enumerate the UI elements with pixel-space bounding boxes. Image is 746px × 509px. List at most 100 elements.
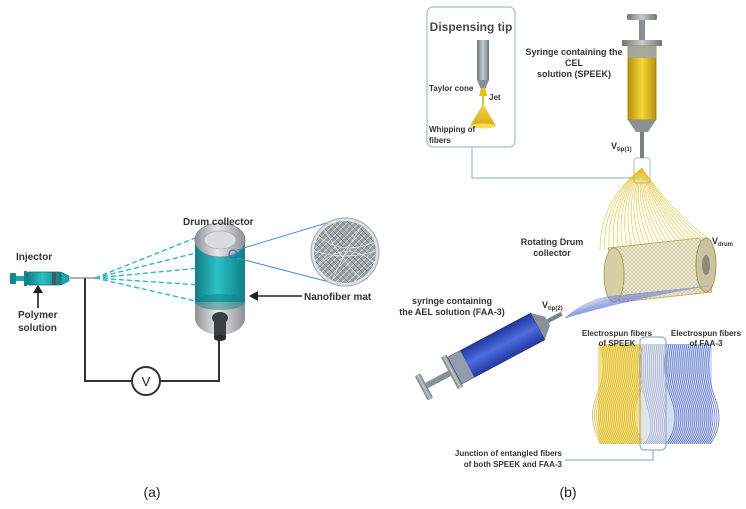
speek-fiber-strand bbox=[641, 167, 702, 242]
vtip2-sub: tip(2) bbox=[548, 306, 563, 312]
speek-mat-strand bbox=[594, 343, 606, 445]
junction-mat-strand bbox=[642, 343, 653, 445]
vtip2-main: V bbox=[542, 300, 548, 310]
whipping-label-1: Whipping of bbox=[429, 125, 476, 134]
speek-fiber-strand bbox=[599, 167, 643, 251]
dispensing-tip-inset bbox=[426, 6, 516, 148]
polymer-solution-label-2: solution bbox=[18, 323, 57, 334]
speek-fiber-strand bbox=[636, 167, 647, 246]
faa-mat-strand bbox=[706, 343, 718, 445]
electrospun-faa-label-1: Electrospun fibers bbox=[671, 329, 742, 338]
speek-mat-strand bbox=[620, 343, 632, 445]
speek-mat-strand bbox=[618, 343, 630, 445]
injector-syringe bbox=[10, 271, 70, 286]
taylor-cone-illustration bbox=[470, 40, 496, 129]
speek-fiber-strand bbox=[616, 167, 643, 249]
speek-fiber-jet bbox=[599, 167, 711, 251]
junction-mat-strand bbox=[656, 343, 667, 445]
speek-mat-strand bbox=[626, 343, 638, 445]
junction-mat-strand bbox=[654, 343, 665, 445]
speek-mat-strand bbox=[604, 343, 616, 445]
speek-mat-strand bbox=[600, 343, 612, 445]
speek-mat-strand bbox=[610, 343, 622, 445]
junction-label-2: of both SPEEK and FAA-3 bbox=[464, 460, 563, 469]
rotating-drum bbox=[603, 237, 717, 303]
syringe-cel-label-1: Syringe containing the bbox=[525, 47, 622, 57]
voltage-label: V bbox=[142, 374, 151, 389]
syringe-ael-label-1: syringe containing bbox=[412, 296, 492, 306]
speek-fiber-strand bbox=[630, 167, 643, 247]
faa-mat-strand bbox=[704, 343, 716, 445]
faa-mat-strand bbox=[666, 343, 678, 445]
whipping-label-2: fibers bbox=[429, 136, 451, 145]
syringe-cel-label-2: CEL bbox=[565, 58, 584, 68]
nanofiber-arrow-head bbox=[249, 291, 258, 301]
speek-fiber-strand bbox=[641, 167, 669, 244]
vtip1-sub: tip(1) bbox=[617, 147, 632, 153]
speek-mat-strand bbox=[630, 343, 642, 445]
faa-mat-strand bbox=[692, 343, 704, 445]
faa-mat-strand bbox=[672, 343, 684, 445]
speek-mat-strand bbox=[608, 343, 620, 445]
polymer-arrow-head bbox=[33, 285, 43, 293]
electrospun-speek-label-1: Electrospun fibers bbox=[582, 329, 653, 338]
rotating-drum-label-1: Rotating Drum bbox=[521, 237, 584, 247]
speek-mat-strand bbox=[596, 343, 608, 445]
speek-fiber-strand bbox=[620, 167, 643, 248]
speek-fiber-strand bbox=[641, 167, 679, 244]
faa-mat-strand bbox=[690, 343, 702, 445]
nanofiber-mat-zoom bbox=[310, 217, 380, 287]
faa-mat-strand bbox=[670, 343, 682, 445]
faa-fiber-mat bbox=[664, 343, 720, 445]
faa-mat-strand bbox=[700, 343, 712, 445]
vtip2-label: Vtip(2) bbox=[542, 300, 563, 312]
speek-fiber-strand bbox=[641, 167, 706, 241]
panel-b: Dispensing tip Taylor cone Jet Whipping … bbox=[399, 6, 742, 500]
caption-a: (a) bbox=[143, 484, 160, 500]
faa-mat-strand bbox=[694, 343, 706, 445]
taylor-cone-label: Taylor cone bbox=[429, 84, 474, 93]
speek-fiber-strand bbox=[641, 167, 660, 245]
speek-fiber-strand bbox=[639, 167, 656, 246]
panel-a: V bbox=[10, 217, 380, 500]
speek-syringe bbox=[622, 14, 662, 158]
drum-collector bbox=[194, 222, 246, 341]
rotating-drum-label-2: collector bbox=[533, 248, 571, 258]
junction-mat-strand bbox=[650, 343, 661, 445]
speek-fiber-strand bbox=[604, 167, 643, 250]
speek-mat-strand bbox=[602, 343, 614, 445]
vtip1-label: Vtip(1) bbox=[611, 141, 632, 153]
circuit-wire-right bbox=[160, 335, 220, 382]
vtip1-main: V bbox=[611, 141, 617, 151]
speek-mat-strand bbox=[614, 343, 626, 445]
junction-mat-strand bbox=[648, 343, 659, 445]
faa-fiber-jet bbox=[564, 285, 708, 319]
junction-mat-strand bbox=[640, 343, 651, 445]
faa-mat-strand bbox=[680, 343, 692, 445]
faa-mat-strand bbox=[698, 343, 710, 445]
nanofiber-mat-label: Nanofiber mat bbox=[304, 292, 372, 303]
voltage-source: V bbox=[131, 366, 161, 396]
speek-fiber-strand bbox=[624, 167, 643, 248]
caption-b: (b) bbox=[559, 484, 576, 500]
speek-fiber-strand bbox=[608, 167, 643, 250]
circuit-wire bbox=[84, 278, 132, 382]
inset-connector bbox=[471, 147, 636, 179]
electrospun-speek-label-2: of SPEEK bbox=[599, 339, 636, 348]
faa-mat-strand bbox=[676, 343, 688, 445]
junction-mat-strand bbox=[644, 343, 655, 445]
spray-jets bbox=[94, 235, 201, 303]
junction-mat-strand bbox=[652, 343, 663, 445]
speek-mat-strand bbox=[598, 343, 610, 445]
jet-label: Jet bbox=[489, 93, 501, 102]
faa-mat-strand bbox=[686, 343, 698, 445]
syringe-cel-label-3: solution (SPEEK) bbox=[537, 69, 611, 79]
speek-mat-strand bbox=[612, 343, 624, 445]
drum-collector-label: Drum collector bbox=[183, 217, 254, 228]
speek-fiber-strand bbox=[641, 167, 683, 243]
speek-fiber-strand bbox=[633, 167, 643, 247]
faa-mat-strand bbox=[682, 343, 694, 445]
junction-fiber-mat bbox=[640, 343, 673, 445]
speek-fiber-strand bbox=[638, 167, 651, 246]
speek-fiber-strand bbox=[641, 167, 688, 243]
